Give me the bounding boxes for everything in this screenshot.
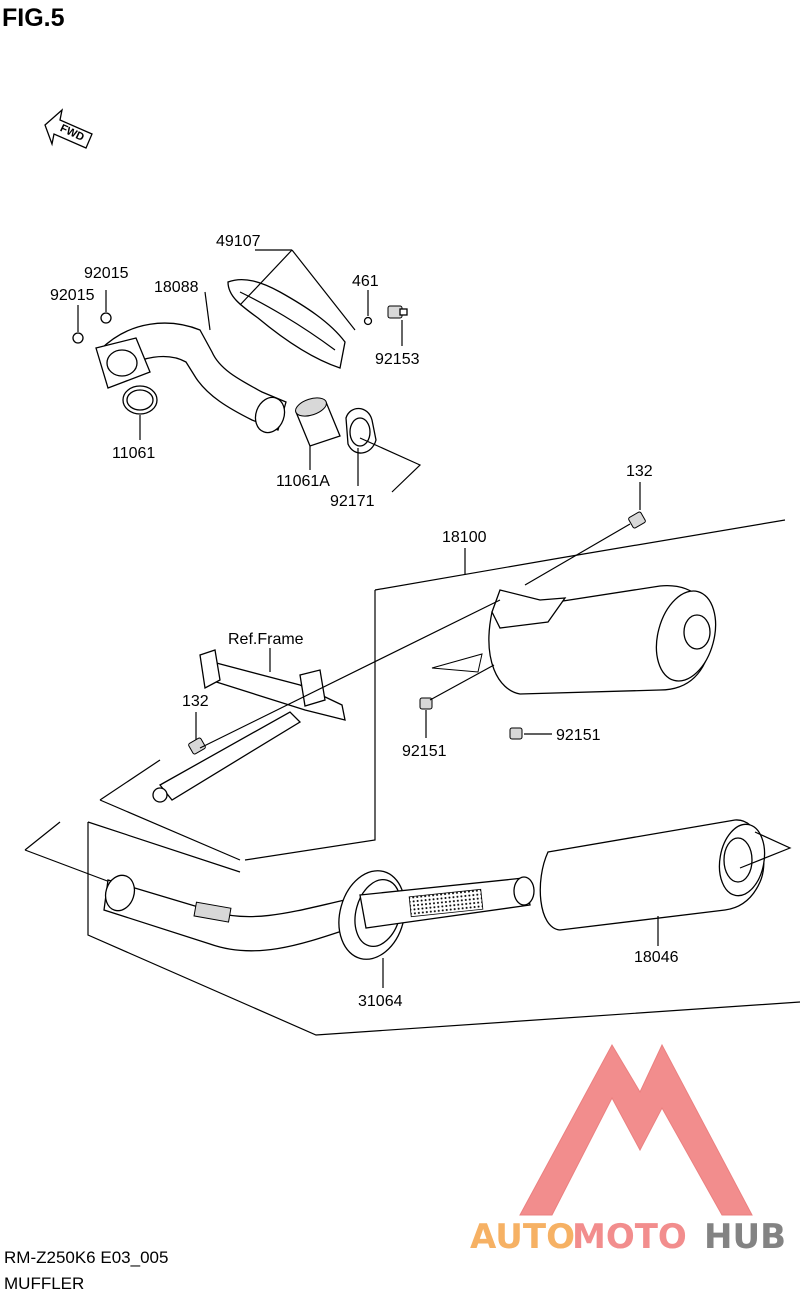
logo-text-hub: HUB <box>704 1217 786 1257</box>
callout-49107: 49107 <box>216 233 261 250</box>
nut-92015-a <box>100 312 112 324</box>
callout-92015-b: 92015 <box>50 287 95 304</box>
bolt-132-lower <box>188 737 206 755</box>
logo-text-moto: MOTO <box>572 1217 687 1257</box>
callout-18046: 18046 <box>634 949 679 966</box>
callout-ref-frame: Ref.Frame <box>228 631 304 648</box>
bolt-92151-left <box>419 697 433 710</box>
bolt-92153 <box>387 305 408 319</box>
bolt-132-upper <box>628 511 646 529</box>
assembly-outline <box>24 519 800 1036</box>
callout-92171: 92171 <box>330 493 375 510</box>
callout-31064: 31064 <box>358 993 403 1010</box>
callout-11061A: 11061A <box>276 473 330 490</box>
washer-461 <box>363 316 373 326</box>
nut-92015-b <box>72 332 84 344</box>
muffler-body-18046 <box>539 819 792 931</box>
section-name: MUFFLER <box>4 1274 85 1293</box>
callout-132-upper: 132 <box>626 463 653 480</box>
model-code: RM-Z250K6 E03_005 <box>4 1248 169 1267</box>
callout-132-lower: 132 <box>182 693 209 710</box>
inner-pipe <box>103 874 346 952</box>
callout-92015-a: 92015 <box>84 265 129 282</box>
clamp-92171 <box>345 407 377 454</box>
callout-18088: 18088 <box>154 279 199 296</box>
bolt-92151-right <box>509 727 523 740</box>
callout-92153: 92153 <box>375 351 420 368</box>
header-leaders <box>77 249 422 493</box>
end-cap-31064 <box>338 870 535 960</box>
callout-92151-left: 92151 <box>402 743 447 760</box>
muffler-assembly-18100 <box>431 585 717 695</box>
lower-leaders <box>382 916 659 988</box>
sleeve-11061A <box>295 397 341 447</box>
callout-18100: 18100 <box>442 529 487 546</box>
figure-title: FIG.5 <box>2 4 65 32</box>
callout-92151-right: 92151 <box>556 727 601 744</box>
exhaust-pipe-18088 <box>95 322 287 434</box>
perforated-section <box>408 888 484 918</box>
muffler-leaders <box>195 482 641 749</box>
heat-guard-49107 <box>227 278 346 369</box>
reference-frame <box>152 649 346 803</box>
automotohub-logo: AUTO MOTO HUB <box>470 1043 786 1257</box>
fwd-arrow-icon: FWD <box>44 108 93 149</box>
callout-461: 461 <box>352 273 379 290</box>
gasket-11061 <box>122 385 158 415</box>
logo-text-auto: AUTO <box>470 1217 575 1257</box>
callout-11061: 11061 <box>112 445 155 462</box>
